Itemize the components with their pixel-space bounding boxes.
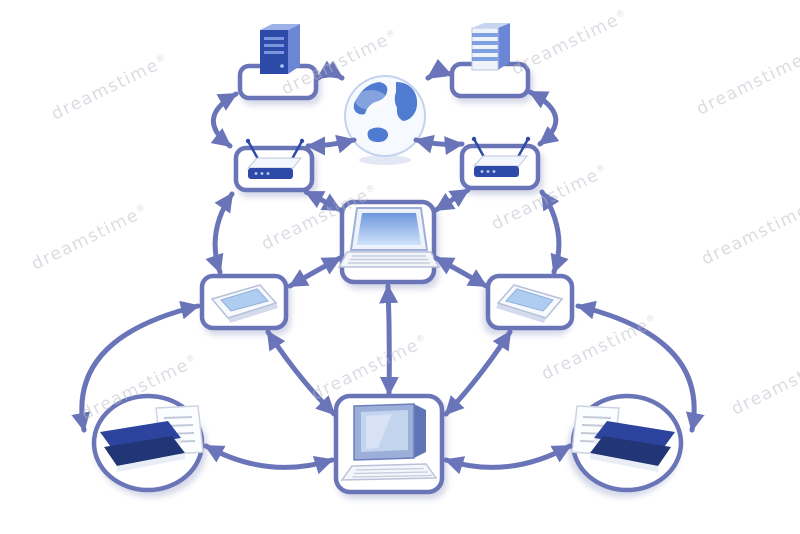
arrow-tablet-left-desktop xyxy=(265,329,337,417)
arrow-server-left-router-left xyxy=(210,91,239,149)
arrow-books-left-desktop xyxy=(203,443,335,475)
arrow-tablet-right-books-right xyxy=(575,300,705,433)
node-tablet-left xyxy=(199,273,289,331)
node-globe xyxy=(344,75,426,165)
watermark-text: dreamstime® xyxy=(48,51,171,125)
arrow-router-left-laptop xyxy=(303,189,343,213)
router-icon xyxy=(245,138,305,179)
arrow-globe-router-right xyxy=(413,134,465,156)
arrow-books-right-desktop xyxy=(443,443,573,475)
arrow-laptop-tablet-left xyxy=(287,255,343,289)
arrow-router-left-tablet-left xyxy=(205,191,235,275)
arrow-globe-router-left xyxy=(305,134,357,156)
globe-shadow xyxy=(359,155,411,165)
arrow-laptop-desktop xyxy=(379,283,399,397)
server-tower-icon xyxy=(260,24,300,74)
desktop-computer-icon xyxy=(340,403,438,481)
node-laptop xyxy=(337,199,441,285)
tablet-icon xyxy=(210,284,278,323)
node-server-left xyxy=(237,24,319,101)
arrow-tablet-right-desktop xyxy=(443,329,513,417)
connection-arrows xyxy=(71,58,705,475)
arrow-server-left-globe xyxy=(315,60,345,81)
watermark-text: dreamstime® xyxy=(698,196,800,270)
watermark-text: dreamstime® xyxy=(308,331,431,405)
node-router-right xyxy=(462,137,538,188)
node-desktop xyxy=(333,393,445,495)
arrow-router-right-tablet-right xyxy=(539,189,569,275)
node-router-left xyxy=(233,138,315,193)
node-server-right xyxy=(449,23,531,99)
watermark-text: dreamstime® xyxy=(728,346,800,420)
watermark-text: dreamstime® xyxy=(28,201,151,275)
watermark-text: dreamstime® xyxy=(508,6,631,80)
watermark-text: dreamstime® xyxy=(693,46,800,120)
node-books-right xyxy=(572,396,681,490)
striped-server-tower-icon xyxy=(471,23,510,71)
arrow-laptop-tablet-right xyxy=(433,255,489,289)
arrow-router-right-laptop xyxy=(433,187,471,213)
arrow-globe-server-right xyxy=(425,58,453,81)
node-tablet-right xyxy=(488,276,572,328)
globe-icon xyxy=(344,75,426,157)
arrow-server-right-router-right xyxy=(527,89,560,147)
arrow-tablet-left-books-left xyxy=(71,300,201,433)
